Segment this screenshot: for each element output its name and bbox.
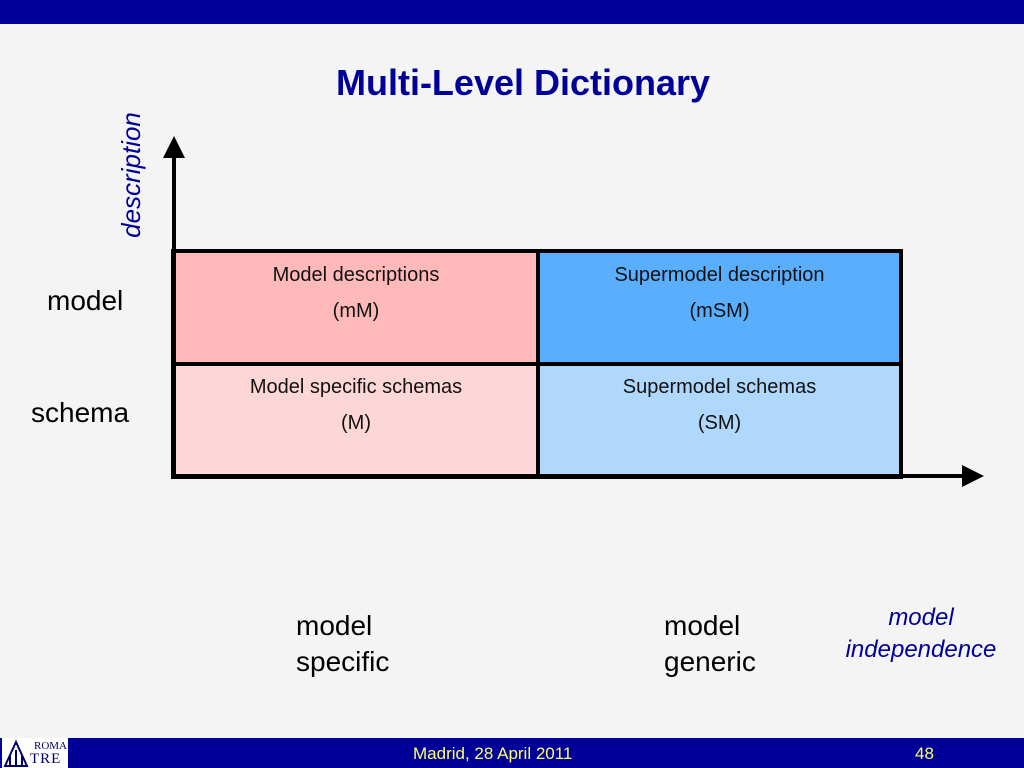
col-label-model-generic: model generic: [664, 608, 756, 680]
footer-date: Madrid, 28 April 2011: [413, 744, 573, 763]
logo-arch-icon: [3, 739, 29, 767]
cell-supermodel-description: Supermodel description (mSM): [539, 253, 900, 363]
cell-model-specific-schemas: Model specific schemas (M): [175, 365, 537, 476]
col-label-model-specific: model specific: [296, 608, 389, 680]
col-specific-line2: specific: [296, 646, 390, 677]
university-logo: ROMA TRE: [2, 738, 68, 768]
row-label-schema: schema: [31, 397, 130, 428]
row-label-model: model: [47, 285, 124, 316]
top-bar: [0, 0, 1024, 24]
x-axis-label-line1: model: [888, 604, 954, 631]
cell-SM-line2: (SM): [697, 412, 742, 434]
col-generic-line1: model: [664, 610, 741, 641]
logo-text-tre: TRE: [30, 751, 62, 767]
slide-title: Multi-Level Dictionary: [335, 62, 711, 103]
col-specific-line1: model: [296, 610, 373, 641]
cell-supermodel-schemas: Supermodel schemas (SM): [539, 365, 900, 476]
cell-SM-line1: Supermodel schemas: [622, 376, 817, 398]
footer-bar: [0, 738, 1024, 768]
cell-mSM-line2: (mSM): [689, 300, 750, 322]
logo-text-roma: ROMA: [34, 740, 68, 752]
cell-mM-line2: (mM): [332, 300, 380, 322]
x-axis-label-line2: independence: [845, 636, 997, 663]
cell-M-line1: Model specific schemas: [249, 376, 463, 398]
x-axis-label: model independence: [826, 602, 1016, 666]
y-axis-arrow-icon: [163, 136, 185, 158]
col-generic-line2: generic: [664, 646, 756, 677]
cell-mM-line1: Model descriptions: [272, 264, 440, 286]
cell-mSM-line1: Supermodel description: [614, 264, 825, 286]
x-axis-arrow-icon: [962, 465, 984, 487]
cell-M-line2: (M): [341, 412, 371, 434]
cell-model-descriptions: Model descriptions (mM): [175, 253, 537, 363]
page-number: 48: [915, 744, 934, 763]
